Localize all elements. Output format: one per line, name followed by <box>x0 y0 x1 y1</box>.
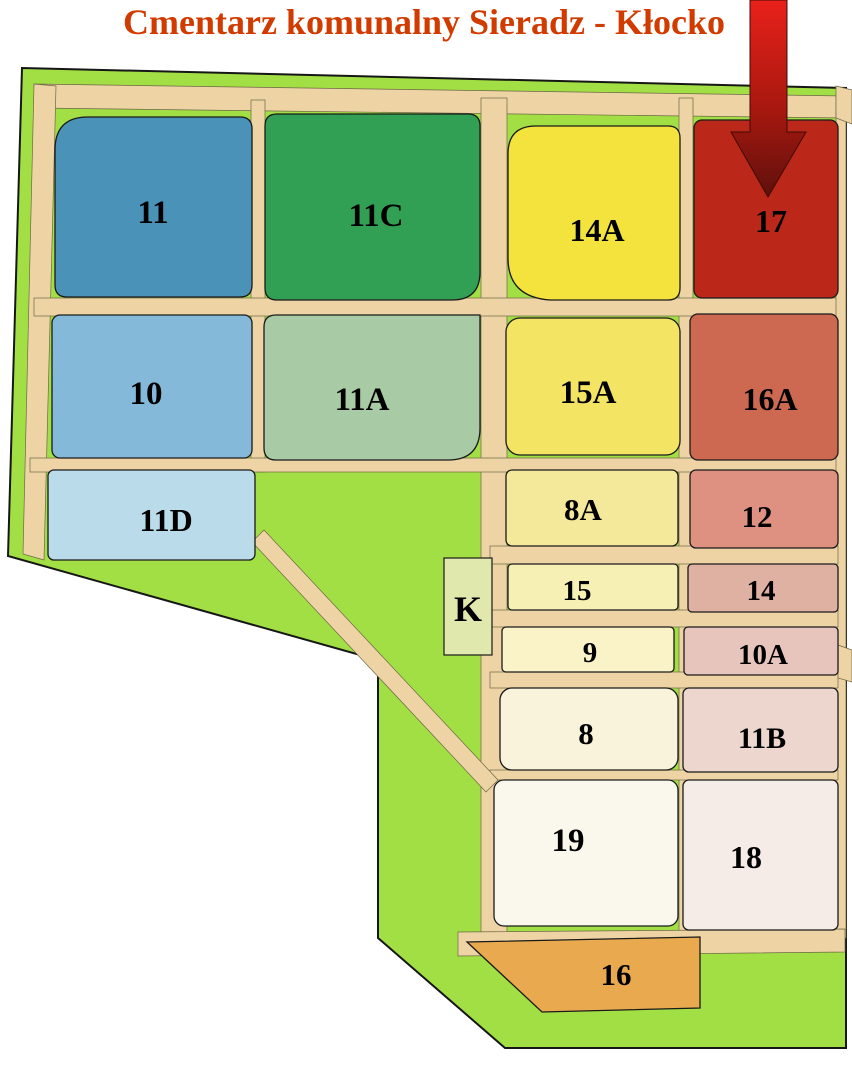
section-14A-shape[interactable] <box>507 125 681 301</box>
section-15[interactable]: 15 <box>507 563 679 611</box>
section-18-shape[interactable] <box>682 779 839 931</box>
section-14[interactable]: 14 <box>687 563 839 613</box>
section-14-label: 14 <box>747 575 776 607</box>
section-9-shape[interactable] <box>501 626 675 673</box>
walkway-right-bump <box>837 644 852 683</box>
section-14A-label: 14A <box>569 212 624 248</box>
section-10[interactable]: 10 <box>51 314 253 459</box>
section-14-shape[interactable] <box>687 563 839 613</box>
section-9[interactable]: 9 <box>501 626 675 673</box>
section-18[interactable]: 18 <box>682 779 839 931</box>
walkway-column-1 <box>250 99 266 473</box>
chapel-label: K <box>454 589 482 629</box>
section-11C-shape[interactable] <box>264 113 481 301</box>
section-12-label: 12 <box>742 499 773 534</box>
section-10A-label: 10A <box>738 639 788 671</box>
section-18-label: 18 <box>730 839 762 875</box>
walkway-sep-1 <box>489 545 839 565</box>
walkway-diagonal <box>251 529 499 793</box>
section-11B-label: 11B <box>738 722 786 755</box>
section-10-label: 10 <box>130 376 163 412</box>
section-9-label: 9 <box>583 637 598 669</box>
walkway-left <box>22 83 57 561</box>
chapel-shape[interactable] <box>443 557 493 656</box>
section-15-shape[interactable] <box>507 563 679 611</box>
walkway-row-1 <box>33 297 846 317</box>
section-8-shape[interactable] <box>499 687 679 771</box>
section-19-label: 19 <box>552 823 585 859</box>
section-11D-label: 11D <box>139 502 192 538</box>
section-8A-label: 8A <box>564 492 603 527</box>
section-15-label: 15 <box>563 575 592 607</box>
chapel[interactable]: K <box>443 557 493 656</box>
section-16-shape[interactable] <box>465 936 701 1013</box>
section-11A-label: 11A <box>334 382 389 418</box>
page-title: Cmentarz komunalny Sieradz - Kłocko <box>123 2 725 42</box>
section-11[interactable]: 11 <box>54 116 253 298</box>
section-19-shape[interactable] <box>493 779 679 927</box>
section-15A[interactable]: 15A <box>505 317 681 456</box>
section-10-shape[interactable] <box>51 314 253 459</box>
section-12-shape[interactable] <box>689 469 839 549</box>
section-11C-label: 11C <box>348 198 403 234</box>
section-8-label: 8 <box>578 716 594 751</box>
section-15A-label: 15A <box>560 375 617 411</box>
section-16A-shape[interactable] <box>689 313 839 461</box>
section-11-shape[interactable] <box>54 116 253 298</box>
section-16[interactable]: 16 <box>465 936 701 1013</box>
section-19[interactable]: 19 <box>493 779 679 927</box>
section-12[interactable]: 12 <box>689 469 839 549</box>
section-17-label: 17 <box>755 203 787 239</box>
location-arrow-icon <box>730 0 807 199</box>
walkway-top-right-wedge <box>835 85 852 125</box>
section-8A[interactable]: 8A <box>505 469 679 547</box>
section-16-label: 16 <box>601 957 632 992</box>
section-17[interactable]: 17 <box>693 119 839 299</box>
section-10A-shape[interactable] <box>683 626 839 676</box>
section-11B-shape[interactable] <box>682 687 839 773</box>
section-14A[interactable]: 14A <box>507 125 681 301</box>
section-10A[interactable]: 10A <box>683 626 839 676</box>
section-11C[interactable]: 11C <box>264 113 481 301</box>
section-16A[interactable]: 16A <box>689 313 839 461</box>
section-11D[interactable]: 11D <box>47 469 256 561</box>
section-11D-shape[interactable] <box>47 469 256 561</box>
section-11B[interactable]: 11B <box>682 687 839 773</box>
section-11A-shape[interactable] <box>263 314 481 461</box>
section-8A-shape[interactable] <box>505 469 679 547</box>
section-16A-label: 16A <box>742 381 797 417</box>
section-11-label: 11 <box>137 195 168 231</box>
section-15A-shape[interactable] <box>505 317 681 456</box>
section-8[interactable]: 8 <box>499 687 679 771</box>
section-11A[interactable]: 11A <box>263 314 481 461</box>
